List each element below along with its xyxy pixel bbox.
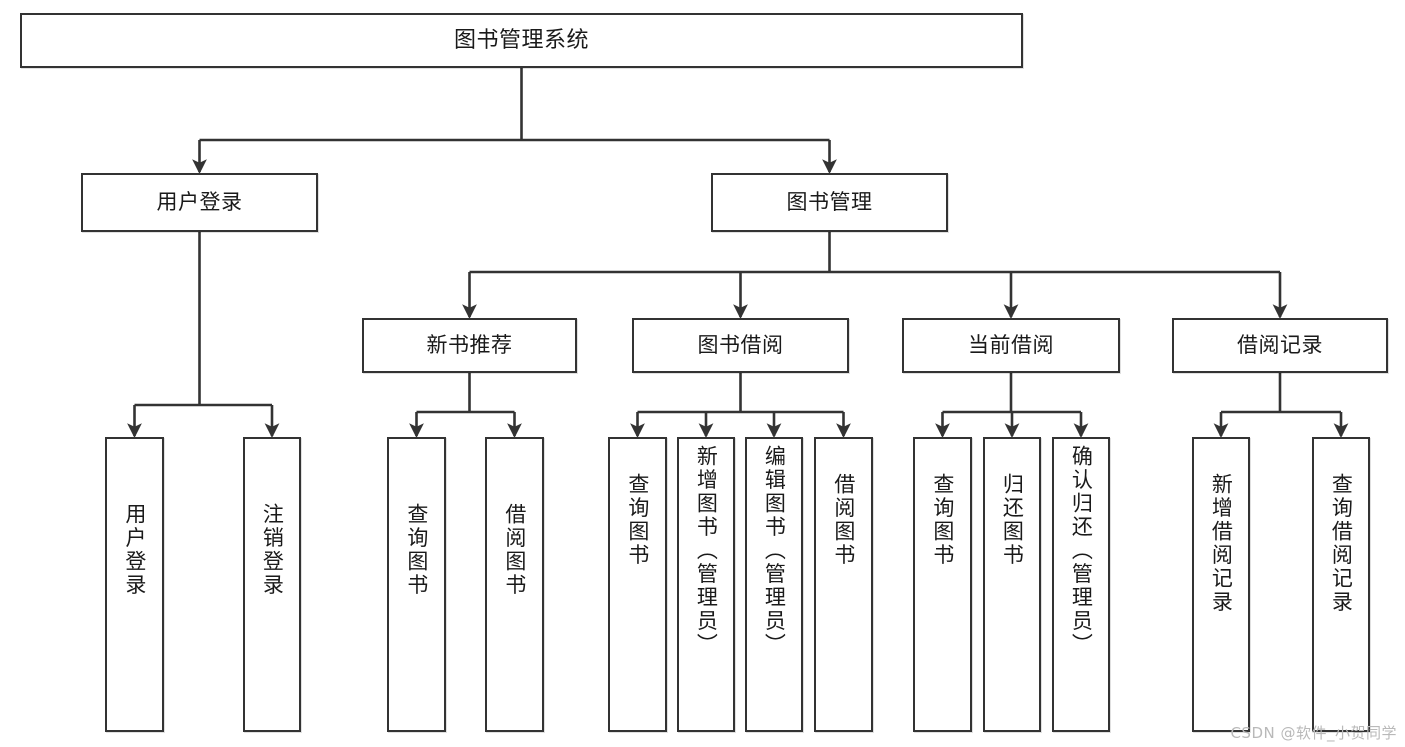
node-root-system[interactable]: 图书管理系统 bbox=[20, 13, 1023, 68]
node-borrow-record[interactable]: 借阅记录 bbox=[1172, 318, 1388, 373]
node-label: 查询借阅记录 bbox=[1329, 473, 1354, 614]
node-label: 注销登录 bbox=[260, 503, 285, 597]
node-label: 借阅图书 bbox=[502, 503, 527, 597]
leaf-borrow-book-recommend[interactable]: 借阅图书 bbox=[485, 437, 544, 732]
leaf-add-borrow-record[interactable]: 新增借阅记录 bbox=[1192, 437, 1250, 732]
leaf-query-borrow-record[interactable]: 查询借阅记录 bbox=[1312, 437, 1370, 732]
node-label: 当前借阅 bbox=[968, 333, 1054, 358]
leaf-query-book-current[interactable]: 查询图书 bbox=[913, 437, 972, 732]
node-label: 借阅记录 bbox=[1237, 333, 1323, 358]
leaf-logout[interactable]: 注销登录 bbox=[243, 437, 301, 732]
leaf-return-book[interactable]: 归还图书 bbox=[983, 437, 1041, 732]
node-label: 确认归还（管理员） bbox=[1069, 445, 1094, 657]
leaf-user-login[interactable]: 用户登录 bbox=[105, 437, 164, 732]
node-label: 新增图书（管理员） bbox=[694, 445, 719, 657]
leaf-query-book-recommend[interactable]: 查询图书 bbox=[387, 437, 446, 732]
leaf-borrow-book[interactable]: 借阅图书 bbox=[814, 437, 873, 732]
leaf-add-book[interactable]: 新增图书（管理员） bbox=[677, 437, 735, 732]
node-new-book-recommend[interactable]: 新书推荐 bbox=[362, 318, 577, 373]
node-current-borrow[interactable]: 当前借阅 bbox=[902, 318, 1120, 373]
node-book-manage[interactable]: 图书管理 bbox=[711, 173, 948, 232]
node-book-borrow[interactable]: 图书借阅 bbox=[632, 318, 849, 373]
node-user-login[interactable]: 用户登录 bbox=[81, 173, 318, 232]
node-label: 借阅图书 bbox=[831, 473, 856, 567]
node-label: 图书借阅 bbox=[697, 333, 784, 358]
node-label: 图书管理 bbox=[786, 190, 873, 215]
node-label: 查询图书 bbox=[930, 473, 955, 567]
leaf-query-book-borrow[interactable]: 查询图书 bbox=[608, 437, 667, 732]
watermark: CSDN @软件_小贺同学 bbox=[1230, 724, 1397, 742]
node-label: 查询图书 bbox=[625, 473, 650, 567]
node-label: 图书管理系统 bbox=[453, 27, 589, 53]
node-label: 用户登录 bbox=[122, 503, 147, 597]
node-label: 归还图书 bbox=[1000, 473, 1025, 567]
node-label: 查询图书 bbox=[404, 503, 429, 597]
node-label: 新增借阅记录 bbox=[1209, 473, 1234, 614]
node-label: 用户登录 bbox=[156, 190, 243, 215]
node-label: 新书推荐 bbox=[426, 333, 513, 358]
leaf-confirm-return[interactable]: 确认归还（管理员） bbox=[1052, 437, 1110, 732]
node-label: 编辑图书（管理员） bbox=[762, 445, 787, 657]
leaf-edit-book[interactable]: 编辑图书（管理员） bbox=[745, 437, 803, 732]
